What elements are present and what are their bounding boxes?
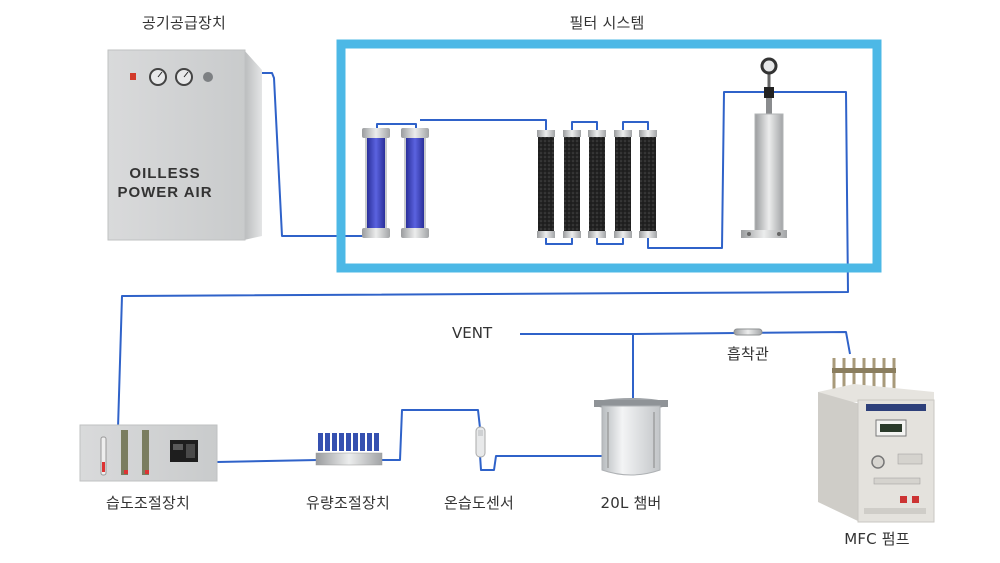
tube-sensor-to-chamber <box>479 411 609 471</box>
humidity-controller-unit <box>79 424 218 482</box>
valve-knob-icon <box>203 72 213 82</box>
tube-chamber-to-vent <box>520 333 634 400</box>
tube-humidity-to-flow <box>216 459 319 463</box>
filter-column <box>741 57 787 238</box>
power-indicator-icon <box>130 73 136 80</box>
carbon-filter-bank <box>537 130 657 238</box>
tube-filter-bridge <box>376 123 417 130</box>
carbon-filter <box>639 130 657 238</box>
tube-carbon-bottom-1 <box>545 236 573 245</box>
tube-chamber-to-pump <box>632 331 851 355</box>
blue-cartridge-filter <box>362 128 390 238</box>
adsorption-tube <box>733 328 763 336</box>
air-unit-brand-line1: OILLESS <box>129 165 200 182</box>
tube-carbon-top-1 <box>571 121 598 130</box>
filter-system-frame <box>336 39 882 273</box>
carbon-filter <box>614 130 632 238</box>
pressure-gauge-icon <box>175 68 193 86</box>
carbon-filter <box>563 130 581 238</box>
pump-button-red <box>912 496 919 503</box>
chamber-label: 20L 챔버 <box>600 494 662 512</box>
tube-air-to-filter <box>262 72 364 237</box>
mfc-pump-unit <box>818 358 935 523</box>
mfc-pump-label: MFC 펌프 <box>844 530 910 548</box>
pressure-gauge-icon <box>149 68 167 86</box>
adsorption-tube-label: 흡착관 <box>726 345 770 363</box>
temp-humidity-sensor-unit <box>475 426 486 458</box>
tube-column-out <box>117 91 849 429</box>
pump-button-red <box>900 496 907 503</box>
air-supply-label: 공기공급장치 <box>141 14 227 32</box>
tube-carbon-bottom-2 <box>596 236 624 245</box>
humidity-controller-label: 습도조절장치 <box>105 494 191 512</box>
air-supply-unit: OILLESS POWER AIR <box>107 49 262 241</box>
temp-humidity-sensor-label: 온습도센서 <box>443 494 515 512</box>
blue-cartridge-filter <box>401 128 429 238</box>
tube-flow-to-sensor <box>380 409 481 461</box>
tube-carbon-top-2 <box>622 121 649 130</box>
filter-system-label: 필터 시스템 <box>569 14 645 32</box>
tube-to-column <box>647 91 764 249</box>
air-unit-brand-line2: POWER AIR <box>117 184 212 201</box>
flow-controller-label: 유량조절장치 <box>305 494 391 512</box>
pump-dial-icon <box>871 455 885 469</box>
flow-controller-unit <box>315 433 383 466</box>
vent-label: VENT <box>452 324 493 342</box>
column-gauge-icon <box>760 57 778 75</box>
tubing <box>117 72 851 471</box>
chamber-unit <box>594 398 668 476</box>
carbon-filter <box>588 130 606 238</box>
tube-to-carbon <box>420 119 547 130</box>
carbon-filter <box>537 130 555 238</box>
